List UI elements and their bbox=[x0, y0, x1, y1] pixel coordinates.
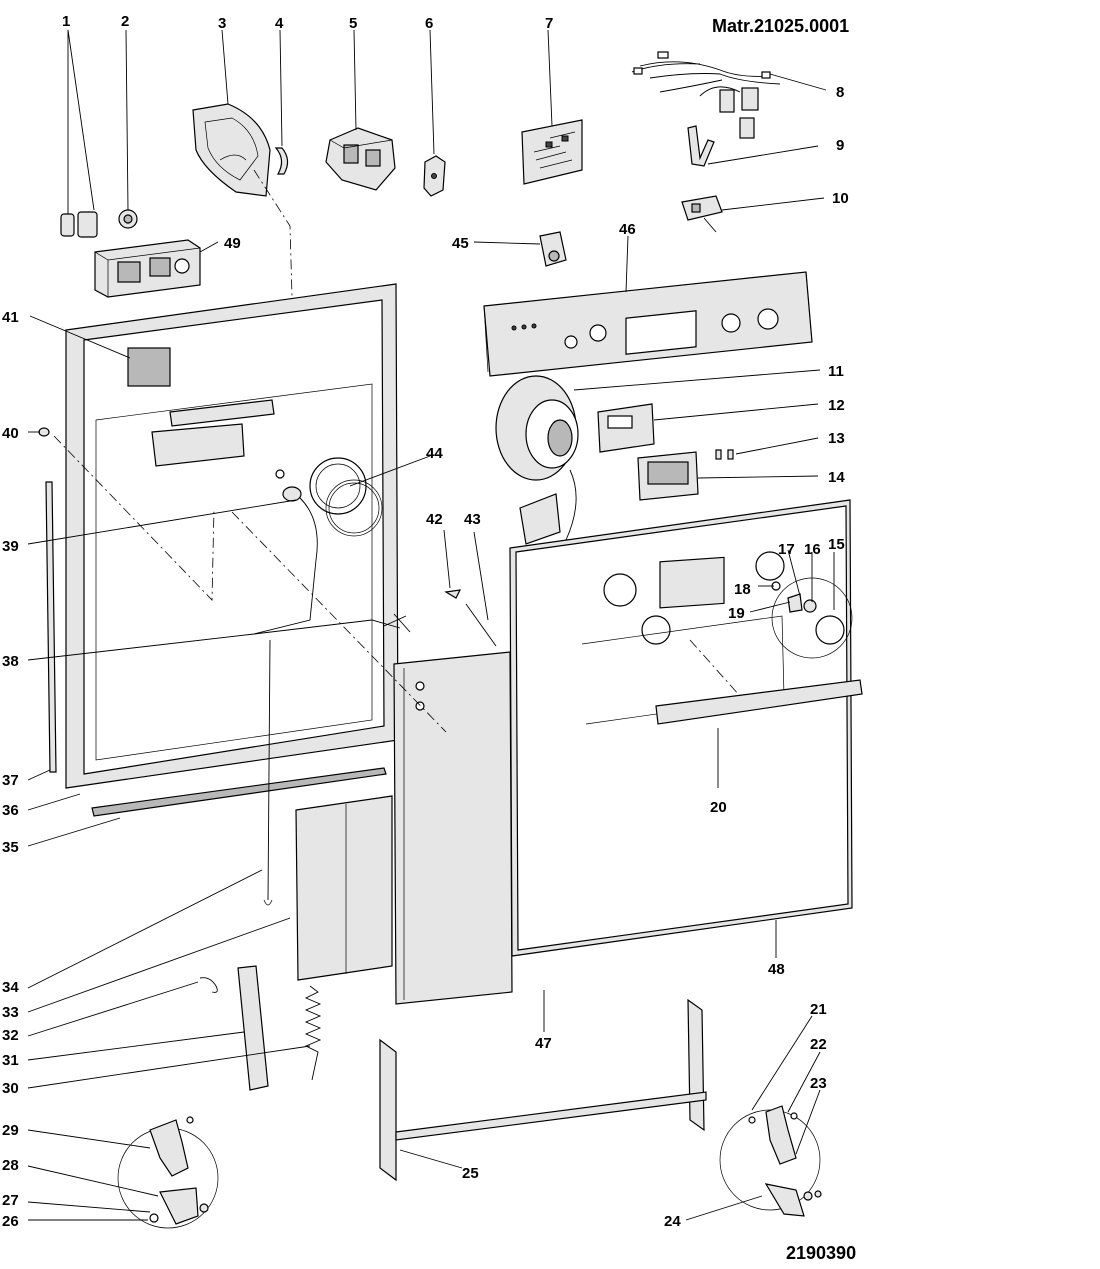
leader-lines bbox=[27, 29, 835, 1221]
callout-30: 30 bbox=[2, 1080, 19, 1097]
callout-37: 37 bbox=[2, 772, 19, 789]
left-hinge-detail bbox=[117, 1116, 219, 1229]
model-code: Matr.21025.0001 bbox=[712, 16, 849, 36]
callout-45: 45 bbox=[452, 235, 469, 252]
right-hinge-detail bbox=[719, 1105, 822, 1217]
part-35-bottom-seal bbox=[91, 767, 387, 817]
callout-40: 40 bbox=[2, 425, 19, 442]
callout-12: 12 bbox=[828, 397, 845, 414]
callout-9: 9 bbox=[836, 137, 844, 154]
callout-4: 4 bbox=[275, 15, 284, 32]
part-3-dispenser-cover bbox=[192, 103, 271, 197]
callout-10: 10 bbox=[832, 190, 849, 207]
callout-27: 27 bbox=[2, 1192, 19, 1209]
callout-7: 7 bbox=[545, 15, 553, 32]
part-48-outer-door bbox=[509, 499, 853, 957]
callout-2: 2 bbox=[121, 13, 129, 30]
callout-5: 5 bbox=[349, 15, 357, 32]
part-46-control-panel bbox=[483, 271, 813, 377]
callout-38: 38 bbox=[2, 653, 19, 670]
callout-46: 46 bbox=[619, 221, 636, 238]
callout-41: 41 bbox=[2, 309, 19, 326]
callout-6: 6 bbox=[425, 15, 433, 32]
callout-13: 13 bbox=[828, 430, 845, 447]
callout-11: 11 bbox=[828, 363, 844, 380]
part-38-hose bbox=[253, 497, 411, 906]
callout-35: 35 bbox=[2, 839, 19, 856]
part-32-clip-wire bbox=[199, 977, 218, 993]
callout-32: 32 bbox=[2, 1027, 19, 1044]
part-9-connector-cable bbox=[687, 117, 755, 167]
part-30-spring bbox=[304, 985, 322, 1081]
part-12-display-board bbox=[597, 403, 655, 453]
part-25-hinge-rod bbox=[379, 998, 707, 1182]
callout-8: 8 bbox=[836, 84, 844, 101]
callout-34: 34 bbox=[2, 979, 19, 996]
part-1-buttons bbox=[60, 211, 98, 238]
callout-22: 22 bbox=[810, 1036, 827, 1053]
part-20-handle bbox=[655, 679, 863, 725]
callout-20: 20 bbox=[710, 799, 727, 816]
part-5-door-lock bbox=[325, 127, 396, 191]
drawing-number: 2190390 bbox=[786, 1243, 856, 1263]
callout-42: 42 bbox=[426, 511, 443, 528]
callout-36: 36 bbox=[2, 802, 19, 819]
callout-33: 33 bbox=[2, 1004, 19, 1021]
part-33-plinth bbox=[295, 795, 393, 981]
callout-49: 49 bbox=[224, 235, 241, 252]
part-47-door-panel bbox=[393, 651, 513, 1005]
callout-28: 28 bbox=[2, 1157, 19, 1174]
part-2-knob-ring bbox=[118, 209, 138, 229]
part-42-clip bbox=[444, 589, 462, 599]
callout-47: 47 bbox=[535, 1035, 552, 1052]
inner-door-liner bbox=[65, 283, 399, 789]
knob-detail-circle bbox=[771, 577, 853, 659]
callout-31: 31 bbox=[2, 1052, 19, 1069]
alignment-lines bbox=[53, 169, 741, 733]
callout-21: 21 bbox=[810, 1001, 827, 1018]
callout-15: 15 bbox=[828, 536, 845, 553]
callout-3: 3 bbox=[218, 15, 226, 32]
part-44-ring bbox=[325, 479, 383, 537]
part-43-rod bbox=[465, 603, 497, 647]
part-14-display-plate bbox=[637, 451, 699, 501]
part-37-door-seal bbox=[45, 481, 57, 773]
callout-18: 18 bbox=[734, 581, 751, 598]
callout-17: 17 bbox=[778, 541, 795, 558]
callout-29: 29 bbox=[2, 1122, 19, 1139]
callout-43: 43 bbox=[464, 511, 481, 528]
part-8-wiring-harness bbox=[631, 51, 781, 113]
callout-44: 44 bbox=[426, 445, 443, 462]
callout-1: 1 bbox=[62, 13, 70, 30]
part-40-screw bbox=[38, 427, 50, 437]
part-6-microswitch bbox=[423, 155, 446, 197]
part-7-circuit-board bbox=[521, 119, 583, 185]
callout-16: 16 bbox=[804, 541, 821, 558]
part-13-led-pair bbox=[715, 449, 734, 460]
part-4-clip bbox=[274, 147, 289, 175]
part-10-switch bbox=[681, 195, 723, 233]
part-45-selector bbox=[539, 231, 567, 267]
part-31-gasket bbox=[237, 965, 269, 1091]
part-11-motor-module bbox=[495, 375, 579, 545]
callout-24: 24 bbox=[664, 1213, 681, 1230]
part-49-detergent-dispenser bbox=[94, 239, 201, 298]
callout-19: 19 bbox=[728, 605, 745, 622]
part-41-label bbox=[127, 347, 171, 387]
callout-14: 14 bbox=[828, 469, 845, 486]
callout-48: 48 bbox=[768, 961, 785, 978]
callout-39: 39 bbox=[2, 538, 19, 555]
callout-25: 25 bbox=[462, 1165, 479, 1182]
callout-labels: 1 2 3 4 5 6 7 8 9 10 11 12 13 14 15 16 1… bbox=[2, 13, 849, 1230]
callout-26: 26 bbox=[2, 1213, 19, 1230]
callout-23: 23 bbox=[810, 1075, 827, 1092]
